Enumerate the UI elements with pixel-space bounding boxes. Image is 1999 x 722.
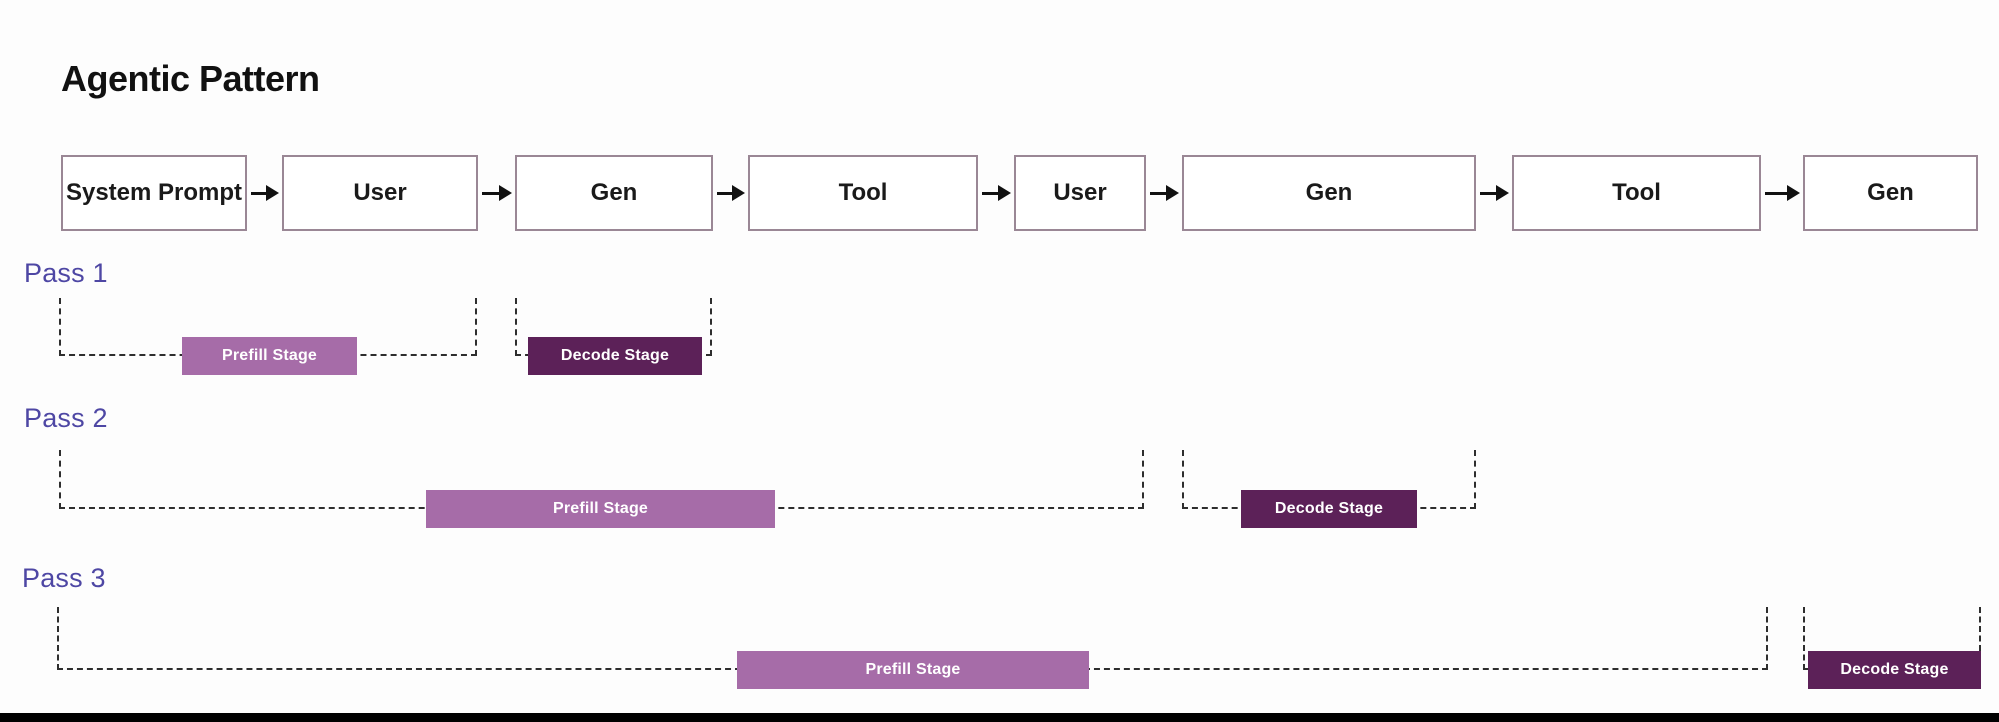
arrow-head-icon <box>1787 185 1800 201</box>
arrow-line <box>1150 192 1168 195</box>
arrow-head-icon <box>499 185 512 201</box>
flow-box-system-prompt: System Prompt <box>61 155 247 231</box>
prefill-stage-bar: Prefill Stage <box>182 337 357 375</box>
flow-arrow-icon <box>1480 184 1509 202</box>
bottom-edge-bar <box>0 713 1999 722</box>
arrow-line <box>251 192 268 195</box>
arrow-line <box>482 192 501 195</box>
flow-box-label: Gen <box>1305 179 1353 206</box>
flow-box-label: System Prompt <box>65 179 243 206</box>
arrow-line <box>717 192 734 195</box>
flow-arrow-icon <box>482 184 512 202</box>
decode-stage-bar: Decode Stage <box>1808 651 1981 689</box>
flow-box-tool: Tool <box>748 155 978 231</box>
decode-stage-label: Decode Stage <box>1840 661 1949 678</box>
flow-box-label: Gen <box>590 179 638 206</box>
prefill-stage-bar: Prefill Stage <box>426 490 775 528</box>
decode-stage-label: Decode Stage <box>1274 500 1384 517</box>
flow-box-tool: Tool <box>1512 155 1761 231</box>
flow-arrow-icon <box>982 184 1011 202</box>
arrow-line <box>1765 192 1789 195</box>
decode-stage-label: Decode Stage <box>560 347 670 364</box>
decode-stage-bar: Decode Stage <box>1241 490 1417 528</box>
flow-box-user: User <box>1014 155 1146 231</box>
prefill-stage-label: Prefill Stage <box>552 500 649 517</box>
arrow-head-icon <box>1166 185 1179 201</box>
arrow-line <box>1480 192 1498 195</box>
arrow-head-icon <box>998 185 1011 201</box>
arrow-head-icon <box>266 185 279 201</box>
flow-arrow-icon <box>1765 184 1800 202</box>
pass-label-2: Pass 2 <box>24 403 108 433</box>
flow-box-label: Tool <box>1612 179 1661 206</box>
prefill-stage-label: Prefill Stage <box>221 347 318 364</box>
flow-box-gen: Gen <box>1182 155 1476 231</box>
flow-box-gen: Gen <box>1803 155 1978 231</box>
flow-box-user: User <box>282 155 478 231</box>
prefill-stage-label: Prefill Stage <box>865 661 961 678</box>
flow-arrow-icon <box>1150 184 1179 202</box>
arrow-head-icon <box>732 185 745 201</box>
flow-box-label: User <box>353 179 407 206</box>
page-title: Agentic Pattern <box>61 58 320 99</box>
pass-label-1: Pass 1 <box>24 258 108 288</box>
flow-box-label: Tool <box>838 179 888 206</box>
flow-box-label: Gen <box>1867 179 1914 206</box>
flow-arrow-icon <box>251 184 279 202</box>
decode-stage-bar: Decode Stage <box>528 337 702 375</box>
arrow-head-icon <box>1496 185 1509 201</box>
flow-box-label: User <box>1053 179 1107 206</box>
prefill-stage-bar: Prefill Stage <box>737 651 1089 689</box>
flow-arrow-icon <box>717 184 745 202</box>
pass-label-3: Pass 3 <box>22 563 106 593</box>
flow-box-gen: Gen <box>515 155 713 231</box>
arrow-line <box>982 192 1000 195</box>
